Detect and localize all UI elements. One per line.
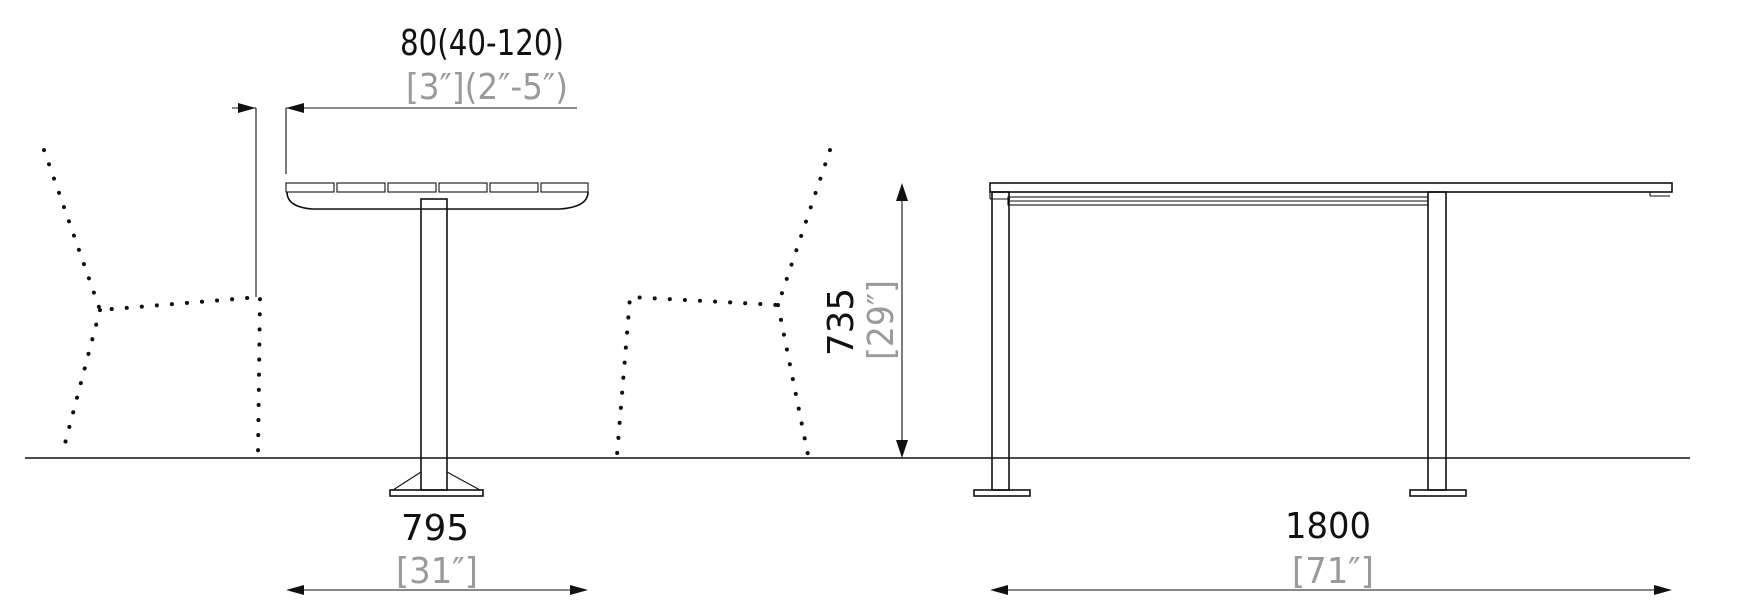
seat-gap-dimension	[232, 103, 577, 297]
depth-metric-label: 795	[401, 508, 469, 549]
table-top-side	[285, 182, 589, 210]
pedestal-column	[420, 198, 448, 491]
height-imperial-label: [29″]	[861, 280, 902, 360]
front-leg-right-foot	[1409, 489, 1467, 497]
front-leg-left	[991, 191, 1010, 491]
front-leg-left-foot	[973, 489, 1031, 497]
depth-dimension	[286, 585, 588, 595]
pedestal-brace-right	[446, 471, 481, 491]
length-dimension	[990, 585, 1672, 595]
pedestal-brace-left	[392, 471, 422, 491]
table-apron-rail	[1007, 191, 1458, 206]
left-chair-front-leg	[60, 308, 102, 457]
height-dimension	[896, 183, 908, 458]
length-metric-label: 1800	[1285, 506, 1371, 547]
right-chair-front-leg	[776, 303, 810, 457]
table-top-front	[989, 182, 1673, 200]
depth-imperial-label: [31″]	[396, 551, 478, 592]
seat-gap-imperial-label: [3″](2″-5″)	[406, 67, 568, 108]
right-chair-outline	[615, 148, 832, 457]
seat-gap-metric-label: 80(40-120)	[400, 23, 564, 64]
front-leg-right	[1427, 191, 1447, 491]
length-imperial-label: [71″]	[1292, 551, 1374, 592]
left-chair-outline	[42, 148, 263, 457]
pedestal-base-plate	[389, 489, 484, 497]
height-metric-label: 735	[821, 288, 862, 356]
